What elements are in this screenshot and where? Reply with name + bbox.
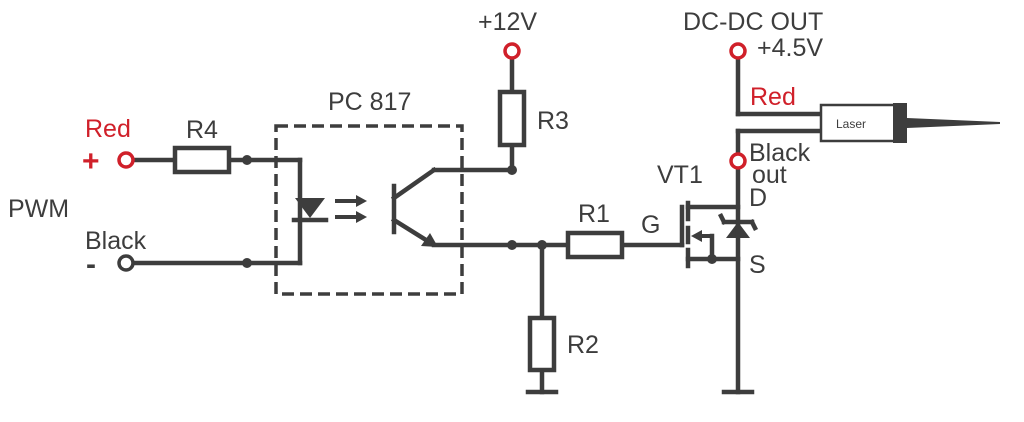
junction-dot [242,155,252,165]
vt1-label: VT1 [657,161,703,189]
optocoupler-led [291,198,329,223]
optocoupler-pc817-box [274,124,464,296]
black-out-label-line2: out [752,161,787,189]
dcdc-out-terminal [729,42,747,60]
minus-sign: - [86,248,96,281]
black-out-terminal [729,152,747,170]
r3-label: R3 [537,107,569,135]
plus-sign: + [82,145,100,178]
resistor-r3 [497,89,527,148]
laser-module [819,103,1000,143]
pwm-minus-terminal [117,254,135,272]
laser-label: Laser [836,117,866,131]
light-arrows-icon [335,195,367,223]
v12-label: +12V [478,8,537,36]
v45-label: +4.5V [757,34,823,62]
r2-label: R2 [567,331,599,359]
dcdc-out-label: DC-DC OUT [683,8,823,36]
optocoupler-label: PC 817 [328,88,411,116]
middle-wires [431,55,685,395]
junction-dot [507,165,517,175]
black-input-label: Black [85,227,147,255]
gate-label: G [641,211,660,239]
drain-label: D [749,184,767,212]
v12-terminal [503,42,521,60]
resistor-r4 [172,145,232,175]
source-label: S [749,251,766,279]
junction-dot [242,258,252,268]
r4-label: R4 [186,116,218,144]
resistor-r2 [527,315,557,373]
pwm-label: PWM [8,195,69,223]
junction-dot [537,240,547,250]
resistor-r1 [565,230,625,260]
r1-label: R1 [578,200,610,228]
junction-dot [507,240,517,250]
input-wires [130,157,303,266]
mosfet-vt1 [679,200,759,269]
red-output-label: Red [750,83,796,111]
black-out-label-line1: Black [749,139,811,167]
output-wires [721,55,825,395]
red-input-label: Red [85,115,131,143]
optocoupler-phototransistor [390,166,438,247]
pwm-plus-terminal [117,151,135,169]
